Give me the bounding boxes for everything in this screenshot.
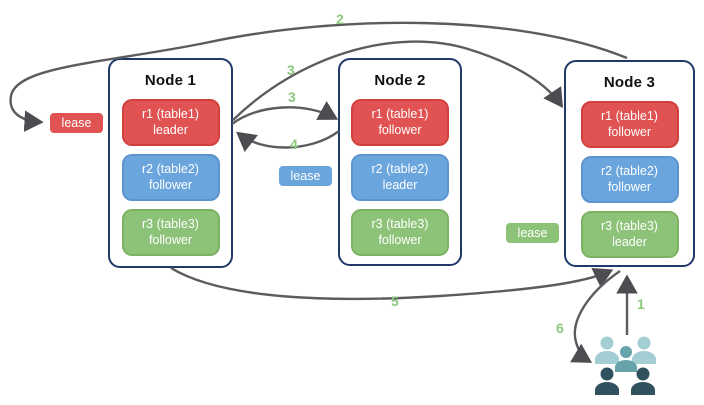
replica-role: follower	[378, 232, 422, 247]
step-number-3-top: 3	[287, 62, 295, 78]
node2-replica-r3-table3: r3 (table3) follower	[351, 209, 449, 256]
replica-role: follower	[607, 124, 652, 139]
replica-role: follower	[378, 122, 422, 137]
lease-badge-table2: lease	[277, 164, 334, 188]
node1-replica-r2-table2: r2 (table2) follower	[121, 154, 220, 201]
step-number-4: 4	[290, 136, 298, 152]
replica-name: r2 (table2)	[601, 163, 658, 178]
replica-name: r3 (table3)	[601, 218, 658, 233]
node-3-title: Node 3	[603, 74, 656, 91]
replica-name: r2 (table2)	[371, 161, 429, 176]
replica-role: leader	[382, 177, 418, 192]
node-1-box: Node 1 r1 (table1) leader r2 (table2) fo…	[108, 58, 233, 268]
lease-badge-table1: lease	[48, 111, 105, 135]
replica-name: r1 (table1)	[142, 106, 199, 121]
replica-role: leader	[612, 234, 647, 249]
replica-role: follower	[607, 179, 652, 194]
replica-role: follower	[148, 232, 193, 247]
node-3-box: Node 3 r1 (table1) follower r2 (table2) …	[564, 60, 695, 267]
node1-replica-r1-table1: r1 (table1) leader	[121, 99, 220, 146]
replica-role: follower	[148, 177, 193, 192]
node3-replica-r2-table2: r2 (table2) follower	[580, 156, 679, 203]
node2-replica-r2-table2: r2 (table2) leader	[351, 154, 449, 201]
lease-label: lease	[290, 169, 321, 183]
step-number-1: 1	[637, 296, 645, 312]
arrow-step-4-node2-to-node1	[236, 130, 340, 153]
step-number-5: 5	[391, 293, 399, 309]
lease-label: lease	[61, 116, 92, 130]
replica-role: leader	[153, 122, 188, 137]
replica-name: r3 (table3)	[142, 216, 199, 231]
node2-replica-r1-table1: r1 (table1) follower	[351, 99, 449, 146]
replica-name: r2 (table2)	[142, 161, 199, 176]
step-number-2: 2	[336, 11, 344, 27]
arrow-step-2-node3-to-lease	[9, 21, 628, 132]
node-1-title: Node 1	[144, 72, 197, 89]
lease-badge-table3: lease	[504, 221, 561, 245]
arrow-step-3-node1-to-node2	[231, 101, 339, 125]
node3-replica-r3-table3: r3 (table3) leader	[580, 211, 679, 258]
step-number-6: 6	[556, 320, 564, 336]
lease-label: lease	[517, 226, 548, 240]
users-icon	[595, 336, 656, 395]
node-2-box: Node 2 r1 (table1) follower r2 (table2) …	[338, 58, 462, 266]
replica-name: r3 (table3)	[371, 216, 429, 231]
arrow-step-6-node3-to-users	[570, 270, 621, 363]
step-number-3-mid: 3	[288, 89, 296, 105]
node1-replica-r3-table3: r3 (table3) follower	[121, 209, 220, 256]
replica-name: r1 (table1)	[601, 108, 658, 123]
node-2-title: Node 2	[374, 72, 426, 89]
node3-replica-r1-table1: r1 (table1) follower	[580, 101, 679, 148]
replica-name: r1 (table1)	[371, 106, 429, 121]
